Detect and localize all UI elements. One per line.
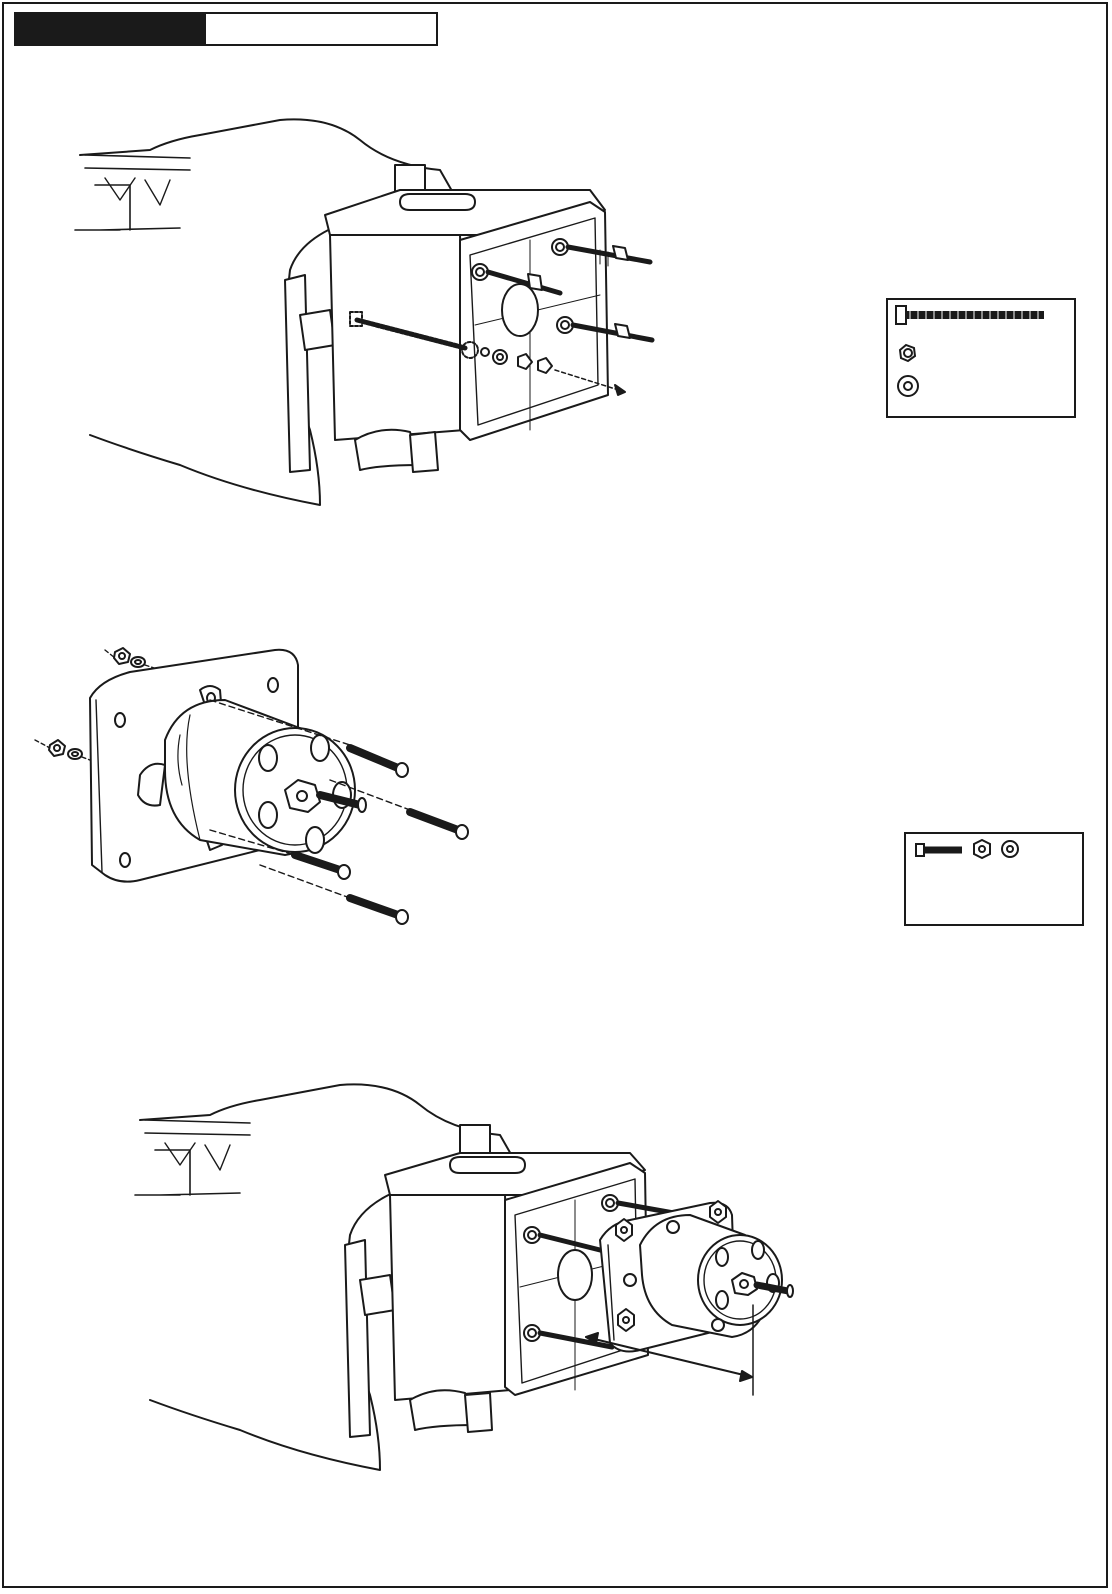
washer-icon <box>898 376 918 396</box>
washer-icon <box>1002 841 1018 857</box>
hardware-box-2 <box>904 832 1084 926</box>
section-header-bar <box>14 12 438 46</box>
hex-nut-icon <box>900 345 915 361</box>
section-header-black-block <box>16 14 206 44</box>
hex-nut-icon <box>974 840 990 858</box>
hardware-box-1 <box>886 298 1076 418</box>
socket-screw-4 <box>260 865 408 924</box>
section-header-white-block <box>206 14 436 44</box>
step-2-illustration <box>30 640 490 950</box>
long-bolt-icon <box>896 306 1044 324</box>
step-1-illustration <box>60 110 680 520</box>
socket-screw-icon <box>916 844 962 856</box>
step-3-illustration <box>120 1075 820 1495</box>
